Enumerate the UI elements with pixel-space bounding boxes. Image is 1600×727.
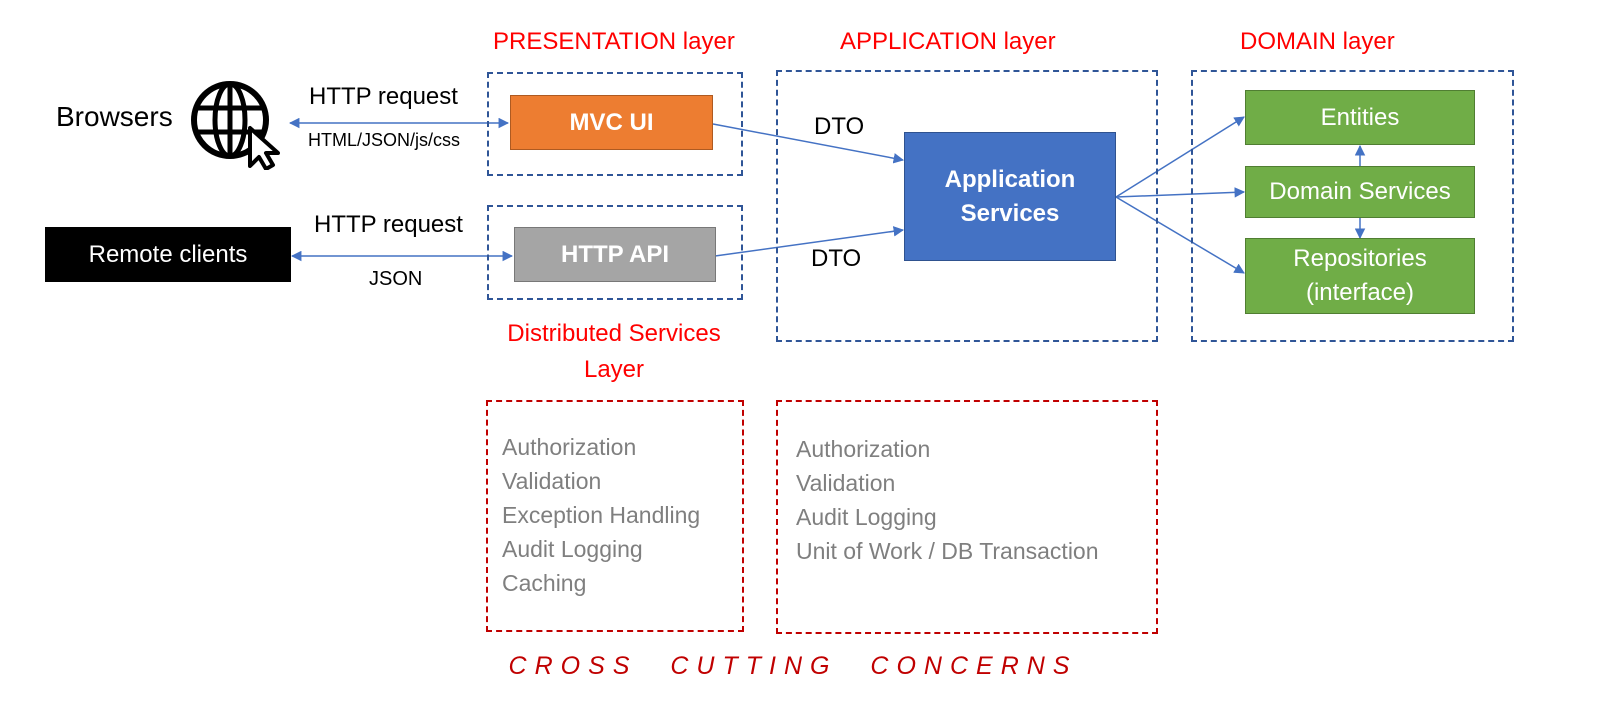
browser-http-request-label: HTTP request: [309, 83, 458, 110]
application-services-box: Application Services: [904, 132, 1116, 261]
distributed-services-heading: Distributed Services Layer: [486, 316, 742, 388]
globe-cursor-icon: [188, 78, 280, 171]
domain-layer-container: [1191, 70, 1514, 342]
concern-item: Exception Handling: [502, 502, 701, 528]
application-layer-heading: APPLICATION layer: [840, 28, 1056, 55]
concern-item: Audit Logging: [796, 504, 937, 530]
api-to-app-connector: [714, 226, 905, 257]
distributed-services-layer-container: [487, 205, 743, 300]
application-layer-container: [776, 70, 1158, 342]
concern-item: Caching: [502, 570, 587, 596]
remote-response-label: JSON: [369, 268, 423, 290]
application-services-line1: Application: [944, 165, 1076, 193]
mvc-ui-box: MVC UI: [510, 95, 713, 150]
concern-item: Audit Logging: [502, 536, 643, 562]
app-to-entities-connector: [1115, 116, 1245, 198]
concern-item: Authorization: [502, 434, 637, 460]
domain-services-box: Domain Services: [1245, 166, 1475, 218]
cross-cutting-left-list: Authorization Validation Exception Handl…: [502, 430, 700, 600]
browsers-label: Browsers: [56, 101, 173, 132]
http-api-box: HTTP API: [514, 227, 716, 282]
dto-top-label: DTO: [814, 113, 865, 140]
domain-layer-heading: DOMAIN layer: [1240, 28, 1395, 55]
cross-cutting-right-container: [776, 400, 1158, 634]
dto-bottom-label: DTO: [811, 245, 862, 272]
remote-http-request-label: HTTP request: [314, 211, 463, 238]
concern-item: Unit of Work / DB Transaction: [796, 538, 1099, 564]
cross-cutting-right-list: Authorization Validation Audit Logging U…: [796, 432, 1099, 568]
browser-response-label: HTML/JSON/js/css: [308, 130, 461, 150]
concern-item: Validation: [502, 468, 602, 494]
presentation-layer-container: [487, 72, 743, 176]
application-services-line2: Services: [960, 199, 1060, 227]
entities-box: Entities: [1245, 90, 1475, 145]
mvc-to-app-connector: [712, 123, 905, 164]
distributed-services-heading-line2: Layer: [583, 356, 645, 383]
remote-clients-box: Remote clients: [45, 227, 291, 282]
repositories-line2: (interface): [1305, 279, 1415, 306]
repositories-box: Repositories (interface): [1245, 238, 1475, 314]
app-to-repositories-connector: [1115, 196, 1245, 274]
app-to-domain-services-connector: [1115, 187, 1246, 198]
concern-item: Validation: [796, 470, 896, 496]
repositories-line1: Repositories: [1293, 245, 1427, 272]
cross-cutting-concerns-title: CROSS CUTTING CONCERNS: [508, 652, 1078, 680]
presentation-layer-heading: PRESENTATION layer: [493, 28, 735, 55]
distributed-services-heading-line1: Distributed Services: [507, 320, 721, 347]
cross-cutting-left-container: [486, 400, 744, 632]
concern-item: Authorization: [796, 436, 931, 462]
